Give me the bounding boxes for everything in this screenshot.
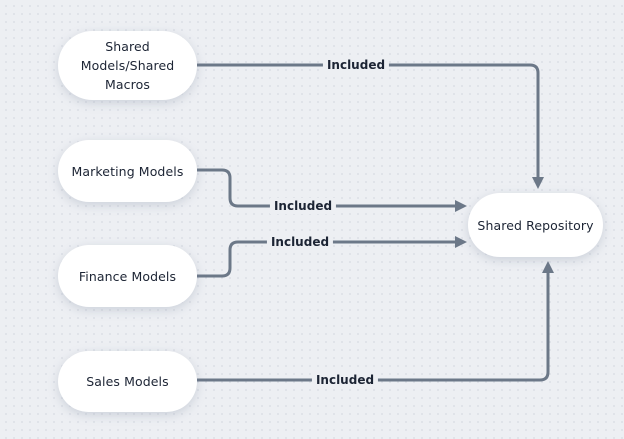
edge-label-included-shared-models: Included [322,57,390,73]
node-label-line: Macros [105,77,150,92]
edge-line[interactable] [197,168,455,208]
node-label: Marketing Models [71,163,184,179]
edge-shared-models-to-repository[interactable] [197,63,544,189]
node-label-line: Shared [105,39,150,54]
arrowhead-up-icon [542,261,554,273]
node-sales-models[interactable]: Sales Models [58,351,197,412]
node-label: Sales Models [86,374,169,389]
edge-sales-to-repository[interactable] [197,261,554,382]
node-label-line: Models/Shared [80,58,175,73]
node-shared-repository[interactable]: Shared Repository [468,193,603,257]
edge-label-included-finance: Included [266,234,334,250]
edge-label-included-sales: Included [311,372,379,388]
node-marketing-models[interactable]: Marketing Models [58,140,197,202]
node-shared-models-shared-macros[interactable]: Shared Models/Shared Macros [58,31,197,100]
node-finance-models[interactable]: Finance Models [58,245,197,307]
edge-line[interactable] [197,63,540,177]
edge-line[interactable] [197,273,550,382]
arrowhead-right-icon [455,236,467,248]
edge-marketing-to-repository[interactable] [197,168,467,212]
edge-line[interactable] [197,240,455,278]
node-label: Shared Repository [477,217,594,233]
arrowhead-down-icon [532,177,544,189]
edge-finance-to-repository[interactable] [197,236,467,278]
arrowhead-right-icon [455,200,467,212]
node-label: Finance Models [78,268,177,284]
edge-label-included-marketing: Included [269,198,337,214]
